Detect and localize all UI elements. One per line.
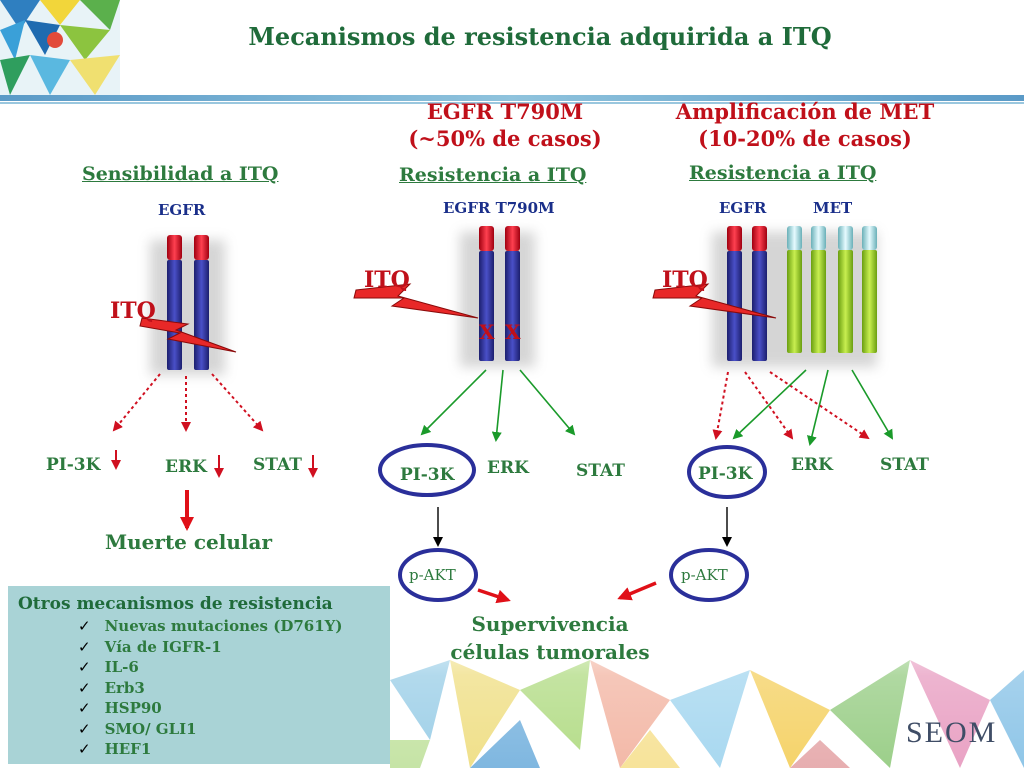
pakt-highlight-t790m	[398, 548, 478, 602]
list-item: ✓HSP90	[78, 699, 162, 717]
list-item: ✓Nuevas mutaciones (D761Y)	[78, 617, 343, 635]
mutation-mark-2: X	[505, 320, 521, 344]
t790m-header-line2: (~50% de casos)	[408, 126, 602, 151]
sensitivity-arrows	[112, 373, 264, 432]
itq-label-met: ITQ	[662, 267, 708, 293]
checkmark-icon: ✓	[78, 637, 91, 656]
pathway-pi3k-t790m: PI-3K	[400, 465, 455, 485]
itq-label-sensitivity: ITQ	[110, 298, 156, 324]
met-receptor-bars	[787, 226, 877, 353]
met-arrows	[732, 369, 894, 446]
checkmark-icon: ✓	[78, 678, 91, 697]
itq-bolt-sensitivity	[139, 317, 237, 353]
t790m-header-line1: EGFR T790M	[426, 99, 584, 124]
checkmark-icon: ✓	[78, 699, 91, 717]
pi3k-highlight-met	[687, 445, 767, 499]
mosaic-decoration-top	[0, 0, 120, 95]
pathway-stat-t790m: STAT	[576, 461, 625, 481]
pathway-erk-sensitivity: ERK	[165, 457, 207, 477]
down-arrows-sensitivity	[111, 450, 318, 478]
seom-logo: SEOM	[906, 716, 998, 749]
egfr-label: EGFR	[158, 201, 206, 219]
itq-bolt-t790m	[353, 283, 479, 319]
pi3k-highlight-t790m	[378, 443, 476, 497]
pathway-erk-met: ERK	[791, 455, 833, 475]
checkmark-icon: ✓	[78, 658, 91, 676]
checkmark-icon: ✓	[78, 740, 91, 758]
met-header-line1: Amplificación de MET	[675, 99, 935, 124]
pathway-stat-sensitivity: STAT	[253, 455, 302, 475]
other-mechanisms-list: ✓Nuevas mutaciones (D761Y) ✓Vía de IGFR-…	[78, 616, 390, 760]
t790m-arrows	[420, 369, 576, 442]
egfr-receptor-sensitivity	[150, 235, 225, 375]
list-item: ✓HEF1	[78, 740, 152, 758]
header-divider	[0, 95, 1024, 101]
itq-label-t790m: ITQ	[364, 267, 410, 293]
egfr-t790m-label: EGFR T790M	[443, 199, 555, 217]
tumor-survival-line1: Supervivencia	[471, 612, 629, 636]
pakt-label-t790m: p-AKT	[409, 566, 456, 584]
t790m-header: EGFR T790M (~50% de casos)	[380, 98, 630, 152]
page-title: Mecanismos de resistencia adquirida a IT…	[248, 22, 832, 51]
list-item: ✓IL-6	[78, 658, 139, 676]
mosaic-decoration-bottom	[390, 600, 1024, 768]
pakt-label-met: p-AKT	[681, 566, 728, 584]
survival-arrow-right	[617, 581, 657, 601]
tumor-survival-label: Supervivencia células tumorales	[420, 610, 680, 666]
met-label: MET	[813, 199, 853, 217]
pakt-highlight-met	[669, 548, 749, 602]
survival-arrow-left	[477, 588, 511, 604]
met-egfr-label: EGFR	[719, 199, 767, 217]
checkmark-icon: ✓	[78, 617, 91, 635]
itq-bolt-met	[652, 283, 777, 319]
header-divider-thin	[0, 102, 1024, 104]
met-heading: Resistencia a ITQ	[689, 162, 877, 184]
cell-death-label: Muerte celular	[105, 530, 273, 554]
met-header-line2: (10-20% de casos)	[698, 126, 912, 151]
mutation-mark-1: X	[479, 320, 495, 344]
pathway-pi3k-sensitivity: PI-3K	[46, 455, 101, 475]
t790m-heading: Resistencia a ITQ	[399, 164, 587, 186]
pathway-erk-t790m: ERK	[487, 458, 529, 478]
list-item: ✓SMO/ GLI1	[78, 719, 197, 738]
other-mechanisms-box: Otros mecanismos de resistencia ✓Nuevas …	[8, 586, 390, 764]
egfr-t790m-receptor	[460, 226, 535, 367]
checkmark-icon: ✓	[78, 719, 91, 738]
tumor-survival-line2: células tumorales	[450, 640, 650, 664]
other-mechanisms-title: Otros mecanismos de resistencia	[18, 594, 333, 614]
pathway-pi3k-met: PI-3K	[698, 464, 753, 484]
list-item: ✓Vía de IGFR-1	[78, 637, 222, 656]
sensitivity-heading: Sensibilidad a ITQ	[82, 163, 279, 185]
met-egfr-arrows	[712, 371, 870, 440]
list-item: ✓Erb3	[78, 678, 145, 697]
met-header: Amplificación de MET (10-20% de casos)	[660, 98, 950, 152]
pathway-stat-met: STAT	[880, 455, 929, 475]
